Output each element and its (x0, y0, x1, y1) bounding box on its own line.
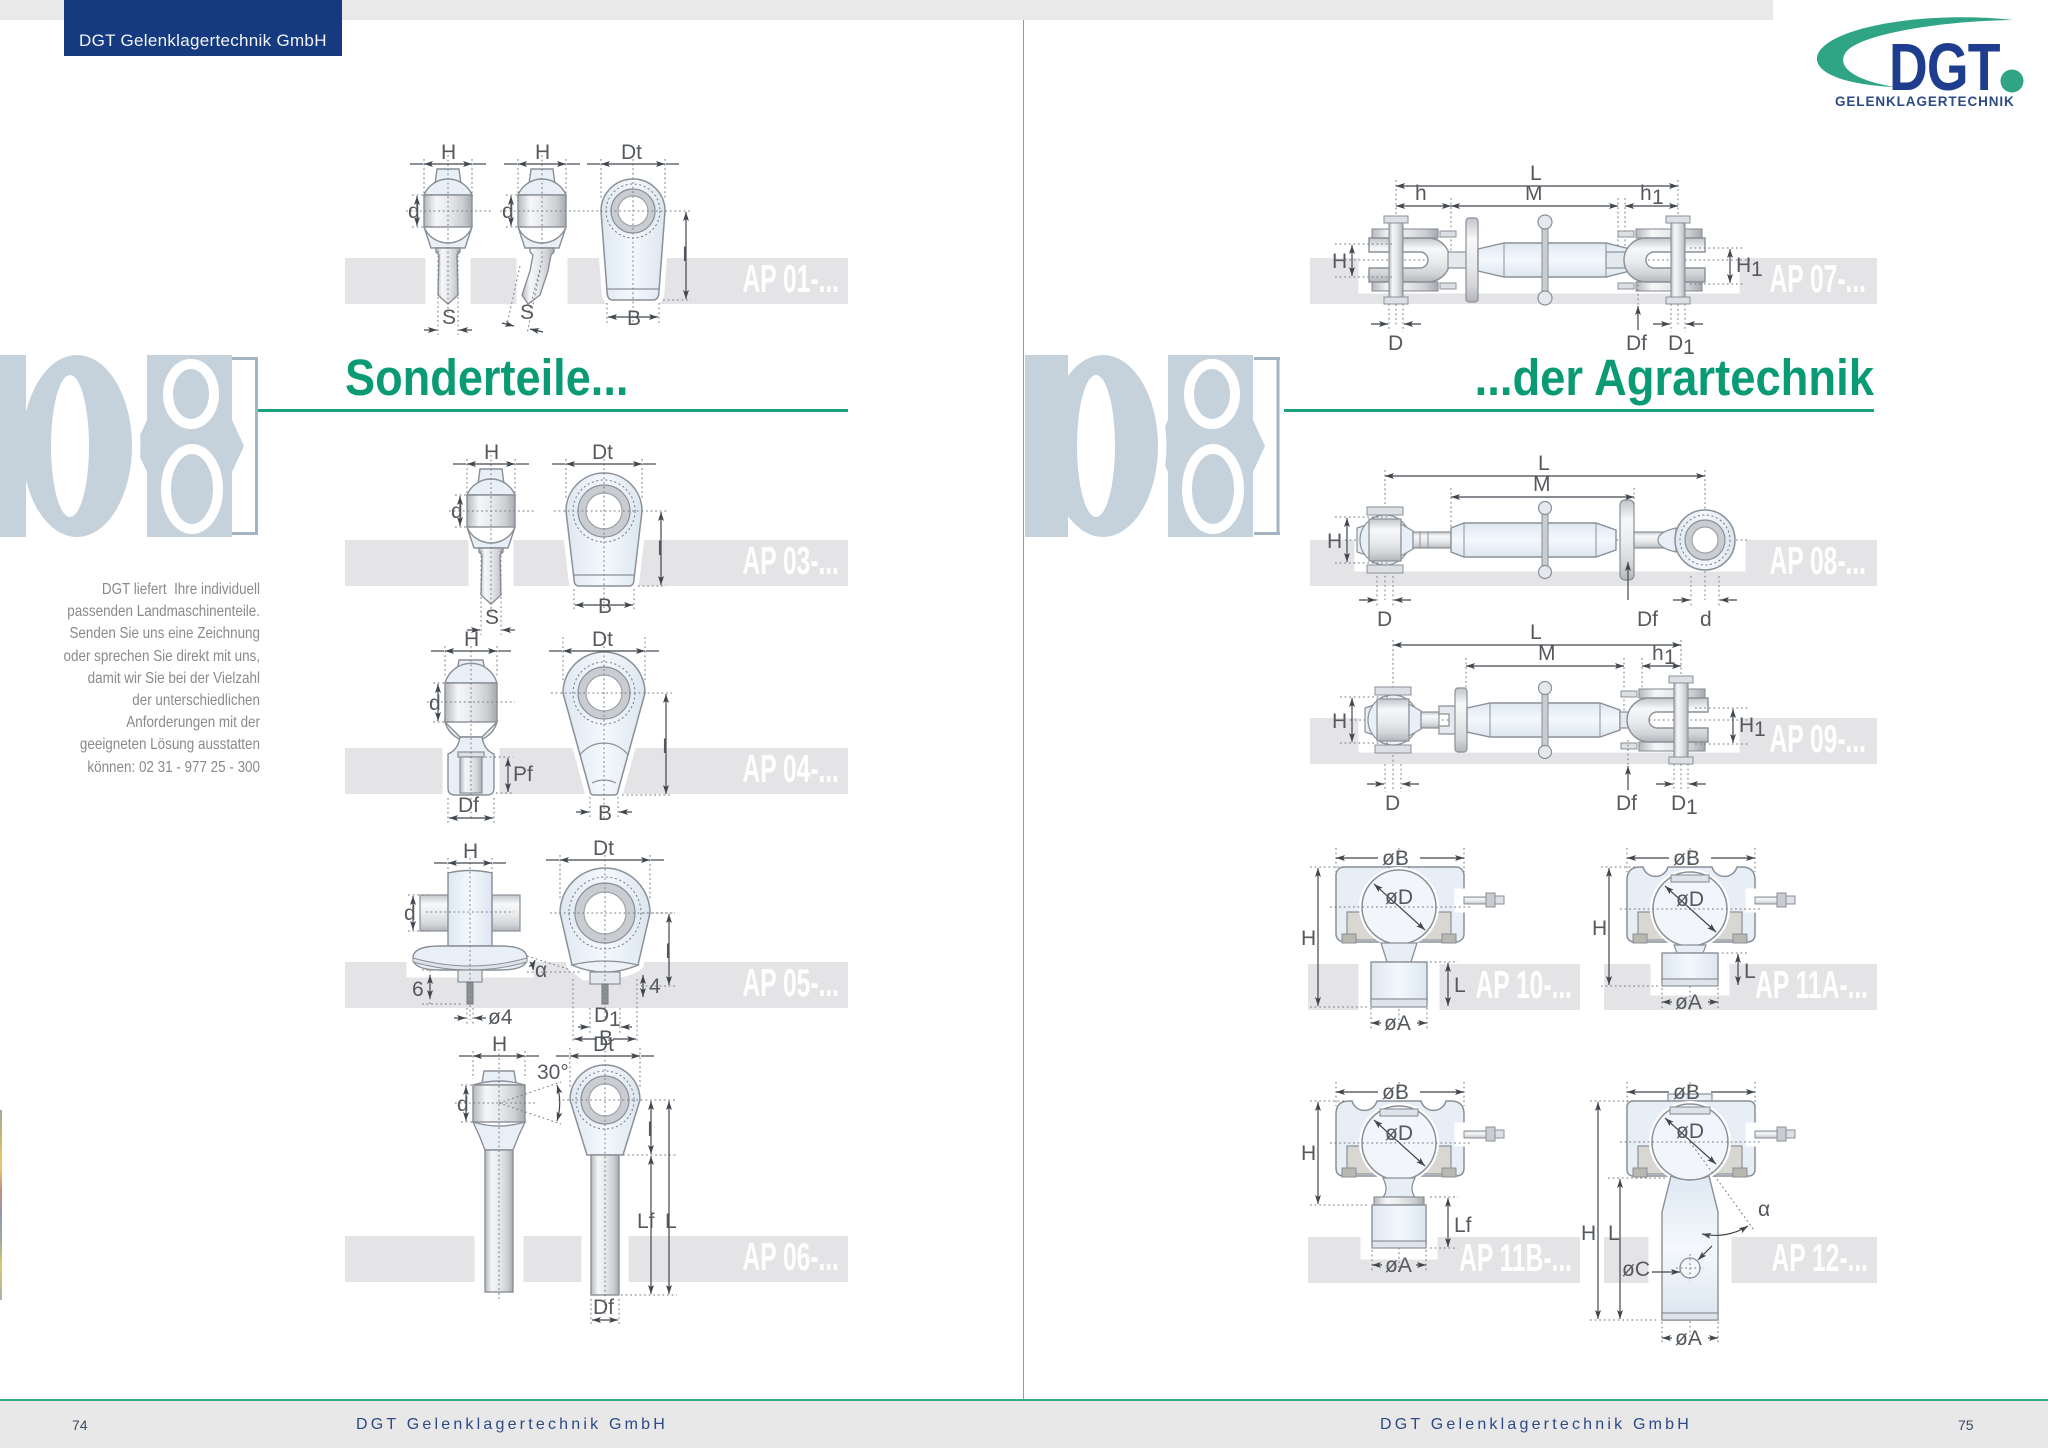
svg-text:Df: Df (593, 1296, 614, 1319)
svg-text:d: d (404, 902, 416, 925)
svg-text:1: 1 (609, 1008, 621, 1031)
svg-text:Dt: Dt (592, 628, 613, 651)
svg-text:d: d (451, 500, 463, 523)
svg-text:α: α (1758, 1198, 1770, 1221)
svg-text:Dt: Dt (593, 837, 614, 860)
svg-text:L: L (1530, 621, 1542, 644)
svg-text:øC: øC (1622, 1258, 1650, 1281)
svg-text:H: H (1592, 917, 1607, 940)
svg-text:S: S (485, 606, 499, 629)
svg-text:øD: øD (1676, 1120, 1704, 1143)
svg-text:Dt: Dt (592, 441, 613, 464)
svg-text:30°: 30° (537, 1061, 569, 1084)
svg-text:B: B (598, 595, 612, 618)
svg-text:D: D (1671, 792, 1686, 815)
svg-text:H: H (1739, 714, 1754, 737)
svg-text:øA: øA (1385, 1254, 1412, 1277)
svg-text:L: L (1744, 960, 1756, 983)
svg-text:L: L (1538, 452, 1550, 475)
svg-text:M: M (1538, 642, 1556, 665)
svg-text:GELENKLAGERTECHNIK: GELENKLAGERTECHNIK (1835, 94, 2015, 109)
svg-text:H: H (1327, 530, 1342, 553)
svg-text:L: L (1530, 162, 1542, 185)
svg-text:d: d (502, 200, 514, 223)
svg-text:I: I (662, 735, 668, 758)
svg-text:d: d (408, 200, 420, 223)
svg-text:H: H (1301, 1142, 1316, 1165)
svg-text:Dt: Dt (593, 1033, 614, 1056)
svg-text:øA: øA (1675, 991, 1702, 1014)
svg-text:h: h (1640, 182, 1652, 205)
svg-text:Df: Df (1616, 792, 1637, 815)
svg-text:øA: øA (1675, 1327, 1702, 1350)
svg-text:I: I (647, 1118, 653, 1141)
svg-text:H: H (1332, 710, 1347, 733)
svg-text:1: 1 (1683, 336, 1695, 359)
svg-text:Df: Df (1626, 332, 1647, 355)
svg-text:Df: Df (1637, 608, 1658, 631)
svg-text:øB: øB (1673, 1081, 1700, 1104)
svg-text:d: d (457, 1093, 469, 1116)
svg-text:H: H (535, 141, 550, 164)
svg-text:H: H (1581, 1222, 1596, 1245)
svg-text:6: 6 (412, 978, 424, 1001)
svg-text:S: S (520, 301, 534, 324)
svg-text:D: D (1668, 332, 1683, 355)
svg-text:1: 1 (1686, 796, 1698, 819)
svg-text:D: D (1388, 332, 1403, 355)
svg-text:øA: øA (1384, 1012, 1411, 1035)
svg-text:d: d (429, 692, 441, 715)
svg-text:L: L (665, 1210, 677, 1233)
svg-text:øD: øD (1385, 886, 1413, 909)
svg-text:d: d (1700, 608, 1712, 631)
svg-text:α: α (535, 959, 547, 982)
svg-text:B: B (627, 307, 641, 330)
svg-text:DGT: DGT (1889, 29, 2000, 104)
svg-text:B: B (599, 1027, 613, 1050)
svg-text:I: I (657, 537, 663, 560)
svg-text:øB: øB (1382, 1081, 1409, 1104)
svg-text:H: H (492, 1033, 507, 1056)
svg-text:1: 1 (1664, 646, 1676, 669)
svg-text:1: 1 (1751, 258, 1763, 281)
svg-text:I: I (682, 243, 688, 266)
svg-text:H: H (484, 441, 499, 464)
svg-text:Df: Df (458, 794, 479, 817)
svg-text:B: B (598, 802, 612, 825)
svg-text:h: h (1415, 182, 1427, 205)
svg-text:H: H (463, 840, 478, 863)
svg-text:L: L (1608, 1222, 1620, 1245)
svg-text:D: D (1385, 792, 1400, 815)
svg-text:Lf: Lf (637, 1210, 655, 1233)
svg-text:øB: øB (1382, 847, 1409, 870)
svg-text:L: L (1454, 974, 1466, 997)
svg-text:øD: øD (1385, 1122, 1413, 1145)
svg-text:M: M (1533, 473, 1551, 496)
svg-text:H: H (441, 141, 456, 164)
svg-text:M: M (1525, 182, 1543, 205)
svg-text:D: D (594, 1004, 609, 1027)
svg-text:H: H (1301, 927, 1316, 950)
svg-text:1: 1 (1652, 186, 1664, 209)
svg-text:1: 1 (1754, 718, 1766, 741)
svg-text:Lf: Lf (1454, 1214, 1472, 1237)
svg-text:D: D (1377, 608, 1392, 631)
svg-text:H: H (1332, 250, 1347, 273)
svg-text:h: h (1652, 642, 1664, 665)
svg-text:Dt: Dt (621, 141, 642, 164)
svg-text:Pf: Pf (513, 763, 533, 786)
svg-text:S: S (442, 306, 456, 329)
svg-text:øD: øD (1676, 888, 1704, 911)
svg-text:H: H (1736, 254, 1751, 277)
svg-text:H: H (464, 628, 479, 651)
svg-text:ø4: ø4 (488, 1006, 513, 1029)
svg-text:øB: øB (1673, 847, 1700, 870)
svg-text:I: I (665, 940, 671, 963)
